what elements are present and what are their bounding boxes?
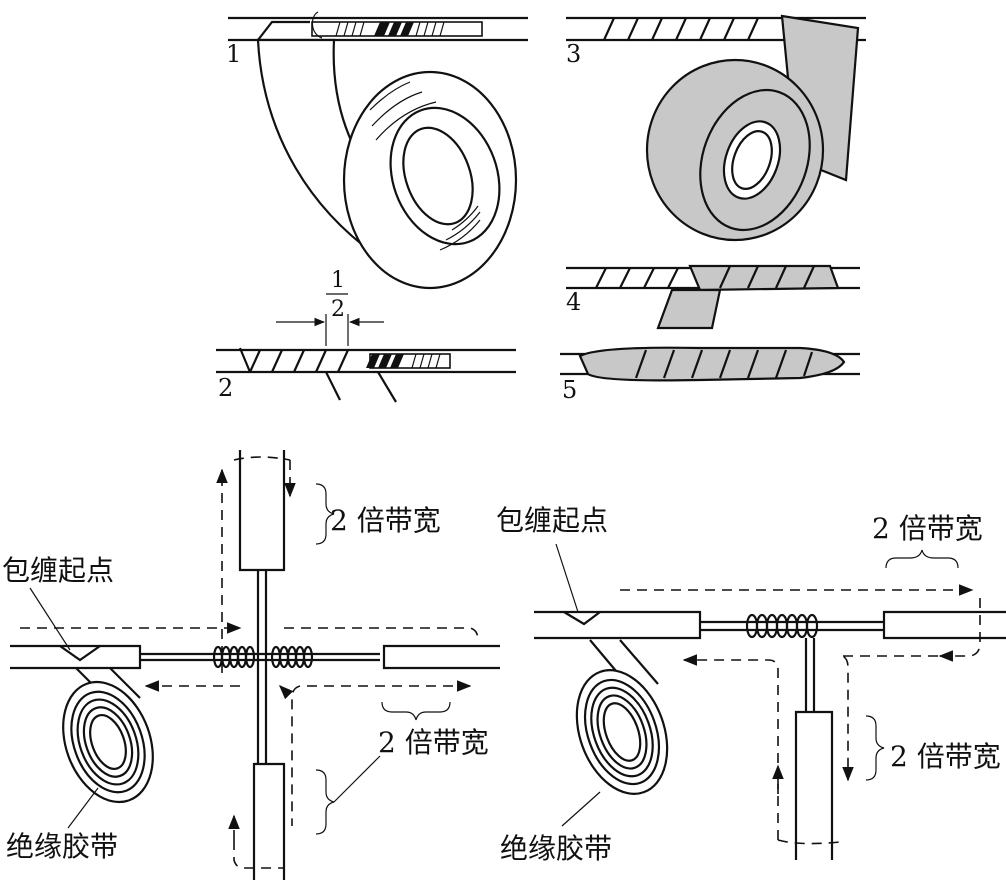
tee-start-label: 包缠起点 bbox=[496, 504, 608, 537]
step-3-number: 3 bbox=[566, 40, 581, 68]
cross-start-label: 包缠起点 bbox=[2, 554, 114, 587]
step-4-panel: 4 bbox=[566, 264, 860, 330]
cross-width-label-bottom: 2 倍带宽 bbox=[378, 726, 489, 759]
tee-tape-label: 绝缘胶带 bbox=[500, 832, 612, 865]
tee-width-label-top: 2 倍带宽 bbox=[872, 512, 983, 545]
step-3-panel: 3 bbox=[566, 14, 866, 242]
tee-joint-diagram: 包缠起点 2 倍带宽 2 倍带宽 绝缘胶带 bbox=[496, 504, 1006, 865]
cross-joint-diagram: 包缠起点 2 倍带宽 2 倍带宽 绝缘胶带 bbox=[2, 450, 500, 880]
cross-tape-label: 绝缘胶带 bbox=[6, 830, 118, 863]
overlap-numerator: 1 bbox=[331, 268, 345, 293]
wrapped-section bbox=[248, 349, 350, 373]
tee-width-label-side: 2 倍带宽 bbox=[890, 740, 1001, 773]
step-1-panel: 1 bbox=[226, 11, 528, 290]
cross-tape-roll bbox=[62, 680, 154, 804]
cross-coils bbox=[212, 645, 314, 669]
step-1-number: 1 bbox=[226, 40, 241, 68]
twisted-core bbox=[335, 21, 445, 37]
tee-tape-roll bbox=[575, 669, 669, 795]
step-5-panel: 5 bbox=[560, 346, 860, 404]
roll-texture bbox=[369, 81, 481, 251]
step-2-panel: 1 2 2 bbox=[216, 268, 516, 403]
overlap-denominator: 2 bbox=[331, 297, 345, 322]
cross-width-label-top: 2 倍带宽 bbox=[330, 504, 441, 537]
step-4-number: 4 bbox=[566, 288, 581, 316]
step-5-number: 5 bbox=[562, 376, 577, 404]
tee-coils bbox=[745, 613, 819, 639]
step-2-number: 2 bbox=[218, 374, 233, 402]
